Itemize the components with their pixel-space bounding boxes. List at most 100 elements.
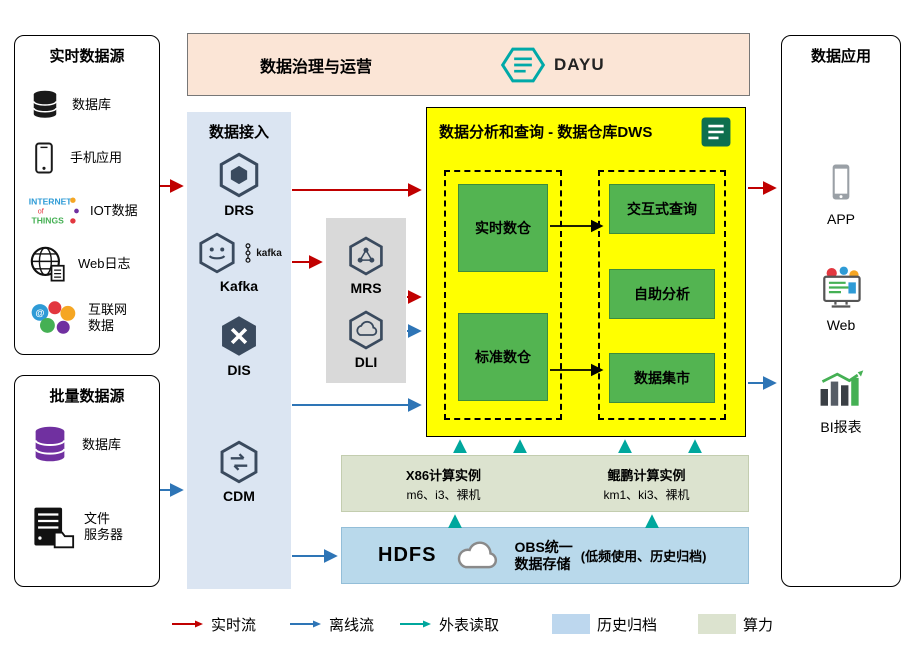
app-label: APP xyxy=(826,211,855,227)
legend-blue-arrow-icon xyxy=(290,620,321,628)
internet-data-icon xyxy=(27,299,79,337)
governance-title: 数据治理与运营 xyxy=(260,58,373,76)
x86-title: X86计算实例 xyxy=(405,467,482,483)
service-mrs: MRS xyxy=(326,236,406,296)
kunpeng-title: 鲲鹏计算实例 xyxy=(607,467,686,483)
source-item-web-log: Web日志 xyxy=(27,242,155,286)
bi-report-icon xyxy=(815,368,867,410)
source-item-database: 数据库 xyxy=(27,84,155,126)
cdm-hexagon-icon xyxy=(217,440,261,484)
service-kafka: kafka Kafka xyxy=(187,232,291,294)
legend-teal-arrow-icon xyxy=(400,620,431,628)
dws-interactive-query: 交互式查询 xyxy=(609,184,715,234)
service-name: DIS xyxy=(227,362,251,378)
iot-icon xyxy=(27,192,81,230)
x86-specs: m6、i3、裸机 xyxy=(406,487,481,502)
drs-hexagon-icon xyxy=(216,152,262,198)
dis-hexagon-icon xyxy=(217,314,261,358)
kunpeng-specs: km1、ki3、裸机 xyxy=(603,487,690,502)
kafka-logo-icon xyxy=(242,241,254,265)
storage-box: HDFS OBS统一 数据存储 (低频使用、历史归档) xyxy=(341,527,749,584)
legend-label: 外表读取 xyxy=(439,616,500,634)
source-label: 文件 服务器 xyxy=(84,510,124,542)
dli-hexagon-icon xyxy=(346,310,386,350)
dws-warehouse-group xyxy=(444,170,562,420)
legend-label: 历史归档 xyxy=(597,616,658,634)
legend-red-arrow-icon xyxy=(172,620,203,628)
batch-sources-panel: 批量数据源 数据库 文件 服务器 xyxy=(14,375,160,587)
service-cdm: CDM xyxy=(187,440,291,504)
dws-service-group xyxy=(598,170,726,420)
service-name: Kafka xyxy=(219,278,259,294)
legend-label: 算力 xyxy=(743,616,774,634)
mrs-hexagon-icon xyxy=(346,236,386,276)
source-label: 手机应用 xyxy=(70,149,123,165)
app-item-app: APP xyxy=(782,160,900,227)
realtime-sources-title: 实时数据源 xyxy=(49,48,125,65)
hdfs-label: HDFS xyxy=(378,544,437,566)
compute-box: X86计算实例 m6、i3、裸机 鲲鹏计算实例 km1、ki3、裸机 xyxy=(341,455,749,512)
legend-external-read: 外表读取 xyxy=(400,612,499,636)
applications-title: 数据应用 xyxy=(810,48,871,65)
source-item-mobile-app: 手机应用 xyxy=(27,137,155,179)
processing-box: MRS DLI xyxy=(326,218,406,383)
app-label: BI报表 xyxy=(820,419,862,435)
app-item-bi: BI报表 xyxy=(782,368,900,437)
service-name: DLI xyxy=(354,354,378,370)
app-item-web: Web xyxy=(782,264,900,333)
dws-data-mart: 数据集市 xyxy=(609,353,715,403)
web-icon xyxy=(815,264,867,310)
applications-panel: 数据应用 APP Web BI报表 xyxy=(781,35,901,587)
service-dis: DIS xyxy=(187,314,291,378)
x86-compute: X86计算实例 m6、i3、裸机 xyxy=(342,456,545,511)
batch-sources-title: 批量数据源 xyxy=(49,388,125,405)
legend-compute-power: 算力 xyxy=(698,612,773,636)
source-label: Web日志 xyxy=(78,255,131,271)
source-item-internet-data: 互联网 数据 xyxy=(27,296,155,340)
service-name: DRS xyxy=(224,202,254,218)
legend-label: 离线流 xyxy=(329,616,375,634)
obs-label: OBS统一 数据存储 xyxy=(514,538,573,572)
source-item-batch-database: 数据库 xyxy=(27,420,155,470)
legend-archive: 历史归档 xyxy=(552,612,657,636)
legend-compute-swatch xyxy=(698,614,736,634)
ingestion-column: 数据接入 DRS kafka Kafka DIS CDM xyxy=(187,112,291,589)
kafka-hexagon-icon xyxy=(196,232,238,274)
dws-box: 数据分析和查询 - 数据仓库DWS 实时数仓 标准数仓 交互式查询 自助分析 数… xyxy=(426,107,746,437)
service-name: MRS xyxy=(350,280,382,296)
kafka-badge-text: kafka xyxy=(256,247,282,259)
source-label: 数据库 xyxy=(82,436,122,452)
ingestion-title: 数据接入 xyxy=(208,124,269,141)
kunpeng-compute: 鲲鹏计算实例 km1、ki3、裸机 xyxy=(545,456,748,511)
file-server-icon xyxy=(27,504,75,550)
source-label: 数据库 xyxy=(72,96,112,112)
obs-cloud-icon xyxy=(452,537,504,575)
source-item-file-server: 文件 服务器 xyxy=(27,500,155,554)
dws-realtime-warehouse: 实时数仓 xyxy=(458,184,548,272)
realtime-sources-panel: 实时数据源 数据库 手机应用 IOT数据 Web日志 互联网 数据 xyxy=(14,35,160,355)
service-dli: DLI xyxy=(326,310,406,370)
dws-self-service-analysis: 自助分析 xyxy=(609,269,715,319)
web-log-icon xyxy=(27,243,69,285)
dayu-label: DAYU xyxy=(554,54,605,74)
source-label: 互联网 数据 xyxy=(88,301,128,333)
database-icon xyxy=(27,87,63,123)
dayu-logo: DAYU xyxy=(500,45,605,85)
app-icon xyxy=(821,160,861,204)
storage-note: (低频使用、历史归档) xyxy=(580,549,707,564)
database-purple-icon xyxy=(27,422,73,468)
legend-realtime-flow: 实时流 xyxy=(172,612,256,636)
legend-label: 实时流 xyxy=(211,616,257,634)
dws-document-icon xyxy=(699,115,733,149)
governance-banner: 数据治理与运营 DAYU xyxy=(187,33,750,96)
service-drs: DRS xyxy=(187,152,291,218)
kafka-wordmark: kafka xyxy=(242,241,282,265)
dws-title: 数据分析和查询 - 数据仓库DWS xyxy=(439,124,653,141)
source-label: IOT数据 xyxy=(90,202,138,218)
legend-offline-flow: 离线流 xyxy=(290,612,374,636)
dws-standard-warehouse: 标准数仓 xyxy=(458,313,548,401)
dayu-hexagon-icon xyxy=(500,45,546,85)
service-name: CDM xyxy=(223,488,255,504)
source-item-iot: IOT数据 xyxy=(27,190,155,232)
